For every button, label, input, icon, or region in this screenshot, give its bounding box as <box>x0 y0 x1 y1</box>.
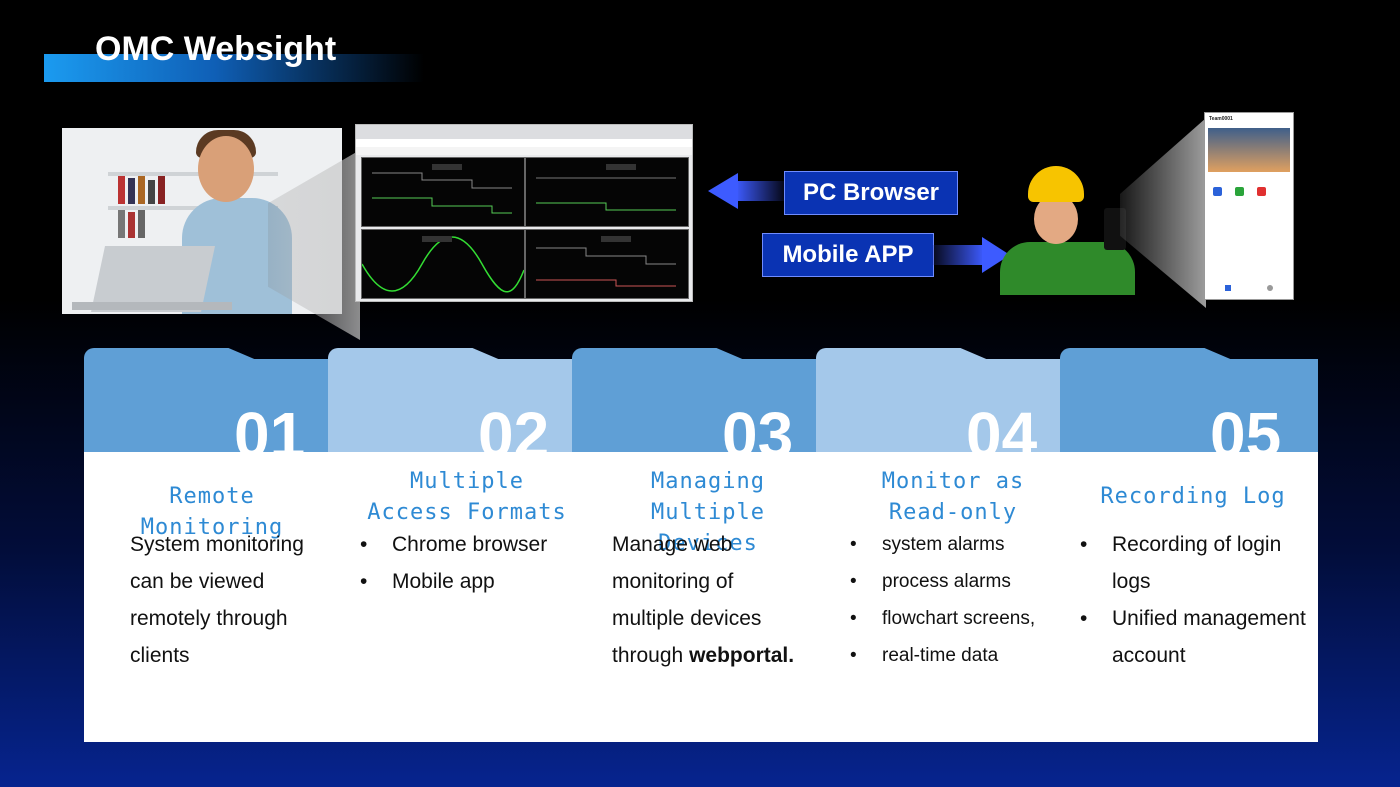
card-tab-03: 03 <box>572 348 830 458</box>
bullet-list: Chrome browser Mobile app <box>360 526 547 600</box>
mobile-app-label: Mobile APP <box>762 233 934 277</box>
list-item: system alarms <box>850 526 1035 563</box>
card-number: 03 <box>722 399 794 471</box>
mobile-app-icon <box>1235 187 1244 196</box>
list-item: flowchart screens, <box>850 600 1035 637</box>
profile-icon <box>1267 285 1273 291</box>
card-number: 05 <box>1210 399 1282 471</box>
trend-panel-3 <box>361 229 525 299</box>
mobile-app-icon <box>1213 187 1222 196</box>
card-title: Multiple Access Formats <box>367 469 567 525</box>
card-title: Remote Monitoring <box>140 484 284 540</box>
mobile-app-icon <box>1257 187 1266 196</box>
card-text: Manage web monitoring of multiple device… <box>612 533 795 667</box>
arrow-left-shaft <box>736 181 784 201</box>
trend-panel-1 <box>361 157 525 227</box>
trend-panel-4 <box>525 229 689 299</box>
title-accent-bar <box>44 54 424 82</box>
card-number: 04 <box>966 399 1038 471</box>
card-number: 02 <box>478 399 550 471</box>
card-number: 01 <box>234 399 306 471</box>
trend-panel-2 <box>525 157 689 227</box>
card-title: Recording Log <box>1100 484 1286 509</box>
mobile-app-screenshot: Team0001 <box>1204 112 1294 300</box>
pc-browser-label: PC Browser <box>784 171 958 215</box>
card-text: System monitoring can be viewed remotely… <box>130 533 304 667</box>
card-tab-01: 01 <box>84 348 342 458</box>
list-item: Mobile app <box>360 563 547 600</box>
browser-screenshot <box>355 124 693 302</box>
list-item: Chrome browser <box>360 526 547 563</box>
arrow-right-shaft <box>932 245 984 265</box>
card-title: Monitor as Read-only <box>881 469 1025 525</box>
list-item: process alarms <box>850 563 1035 600</box>
card-tab-05: 05 <box>1060 348 1318 458</box>
mobile-title: Team0001 <box>1209 116 1233 122</box>
list-item: real-time data <box>850 637 1035 674</box>
card-title: Managing Multiple Devices <box>651 469 765 556</box>
page-title: OMC Websight <box>95 30 337 68</box>
bullet-list: system alarms process alarms flowchart s… <box>850 526 1035 674</box>
card-tab-04: 04 <box>816 348 1074 458</box>
arrow-left-icon <box>708 173 738 209</box>
mobile-banner-image <box>1208 128 1290 172</box>
home-icon <box>1225 285 1231 291</box>
card-tab-02: 02 <box>328 348 586 458</box>
worker-photo <box>1000 160 1140 295</box>
